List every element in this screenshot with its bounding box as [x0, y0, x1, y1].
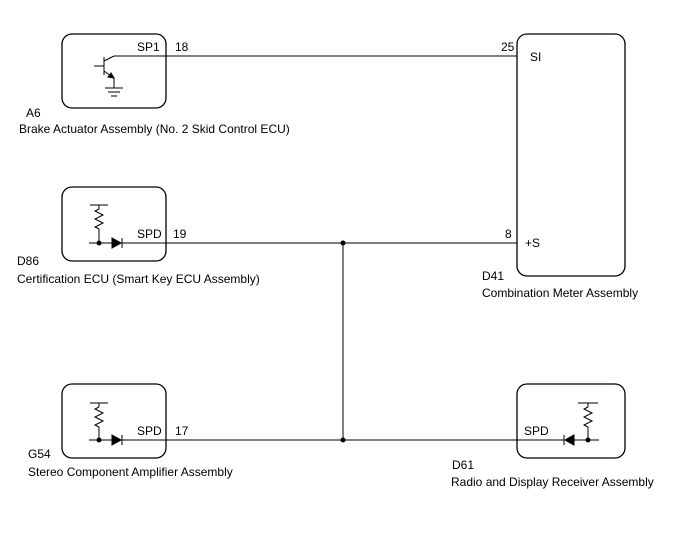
a6-name: Brake Actuator Assembly (No. 2 Skid Cont… [19, 122, 290, 136]
d41-code: D41 [482, 269, 504, 283]
resistor-diode-icon [89, 204, 166, 249]
splice-dot-upper [340, 240, 346, 246]
transistor-ground-icon [94, 55, 166, 97]
component-g54: SPD 17 G54 Stereo Component Amplifier As… [28, 383, 233, 479]
d86-terminal-name: SPD [137, 227, 162, 241]
d86-code: D86 [17, 254, 39, 268]
g54-terminal-name: SPD [137, 424, 162, 438]
d61-terminal-name: SPD [524, 424, 549, 438]
g54-code: G54 [28, 447, 51, 461]
d41-box [516, 33, 626, 277]
component-a6: SP1 18 A6 Brake Actuator Assembly (No. 2… [19, 33, 290, 136]
d61-name: Radio and Display Receiver Assembly [451, 475, 654, 489]
a6-pin: 18 [175, 40, 189, 54]
d86-name: Certification ECU (Smart Key ECU Assembl… [17, 272, 260, 286]
a6-box [61, 33, 167, 109]
d41-terminal-plus-s: +S [525, 236, 540, 250]
g54-box [61, 383, 167, 459]
resistor-diode-icon [89, 402, 166, 446]
g54-pin: 17 [175, 424, 189, 438]
d41-terminal-si: SI [530, 50, 541, 64]
a6-terminal-name: SP1 [137, 40, 160, 54]
a6-code: A6 [26, 106, 41, 120]
wires [166, 55, 517, 443]
d41-name: Combination Meter Assembly [482, 286, 638, 300]
resistor-diode-icon [517, 402, 599, 446]
g54-name: Stereo Component Amplifier Assembly [28, 465, 233, 479]
splice-dot-lower [340, 437, 346, 443]
component-d41: 25 SI 8 +S D41 Combination Meter Assembl… [482, 33, 638, 300]
component-d61: SPD D61 Radio and Display Receiver Assem… [451, 383, 654, 489]
d61-box [516, 383, 626, 459]
d86-box [61, 186, 167, 262]
d41-pin-plus-s: 8 [505, 227, 512, 241]
d41-pin-si: 25 [501, 40, 515, 54]
component-d86: SPD 19 D86 Certification ECU (Smart Key … [17, 186, 260, 286]
d86-pin: 19 [173, 227, 187, 241]
d61-code: D61 [452, 458, 474, 472]
